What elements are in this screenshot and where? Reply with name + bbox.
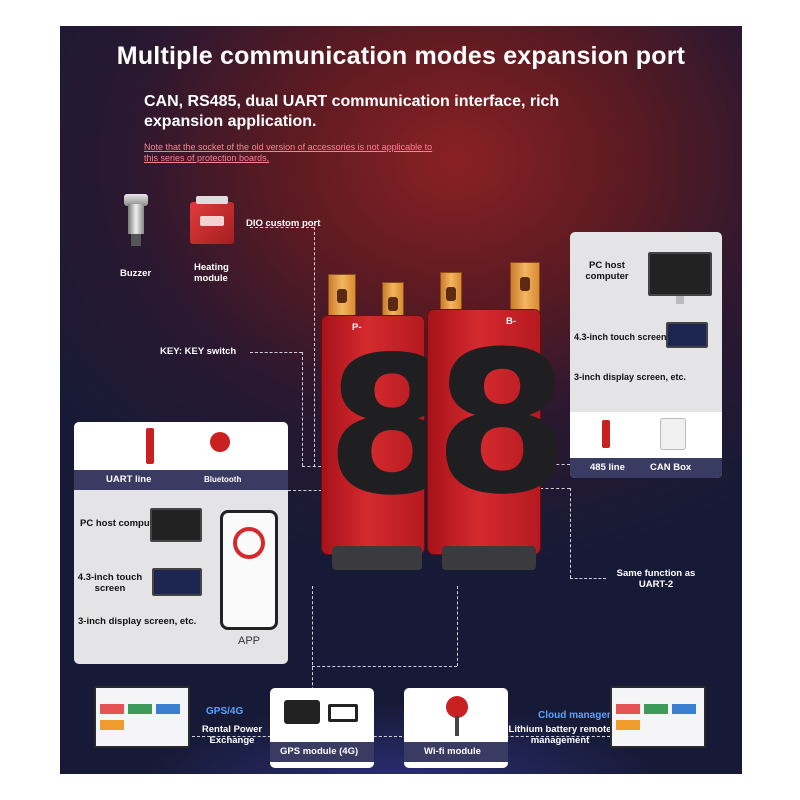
connector-line [250,227,314,228]
touch-screen-image [666,322,708,348]
rs485-cable-image [602,420,610,448]
pc-host-label: PC host computer [80,518,162,529]
wifi-module-image [446,696,468,718]
connector-line [250,352,302,353]
connector-line [302,352,303,466]
gps-module-band: GPS module (4G) [270,742,374,762]
can-box-image [660,418,686,450]
display-screen-label: 3-inch display screen, etc. [574,372,687,382]
cloud-manager-label: Cloud manager [538,710,611,721]
connector-line [570,578,606,579]
connector-line [302,466,332,467]
rs485-label: 485 line [590,462,625,473]
left-panel: UART line Bluetooth PC host computer 4.3… [74,422,288,664]
connector-line [314,227,315,467]
connector-line [457,586,458,666]
dio-port-label: DIO custom port [246,218,321,229]
wifi-module-label: Wi-fi module [424,746,481,757]
gps-4g-label: GPS/4G [206,706,244,717]
left-panel-cable-area [74,422,288,470]
protection-board-left: P- 8 [322,316,458,554]
pc-host-label: PC host computer [585,260,629,282]
bluetooth-label: Bluetooth [204,475,242,484]
protection-board-right: B- 8 [428,310,570,554]
board-logo-digit: 8 [434,310,571,538]
wifi-module-band: Wi-fi module [404,742,508,762]
left-panel-band: UART line Bluetooth [74,470,288,490]
board-connector [442,546,536,570]
gps-module-label: GPS module (4G) [280,746,359,757]
rental-dashboard-image [94,686,190,748]
gps-module-image [284,700,320,724]
connector-line [470,736,610,737]
can-box-label: CAN Box [650,462,692,473]
uart2-note: Same function as UART-2 [616,568,696,590]
bluetooth-module-image [210,432,230,452]
lithium-remote-label: Lithium battery remote management [508,724,612,746]
board-pole-label: B- [506,316,517,327]
cloud-dashboard-image [610,686,706,748]
connector-line [312,586,313,736]
heating-module-label: Heating module [194,262,229,284]
connector-line [570,488,571,578]
touch-screen-label: 4.3-inch touch screen [574,332,667,342]
subtitle: CAN, RS485, dual UART communication inte… [144,93,560,130]
monitor-stand [676,296,684,304]
page-title: Multiple communication modes expansion p… [116,42,686,70]
gps-bracket-image [328,704,358,722]
buzzer-image [122,194,150,248]
touch-screen-image [152,568,202,596]
right-panel-band: 485 line CAN Box [570,458,722,478]
monitor-image [648,252,712,296]
uart-line-label: UART line [106,474,152,485]
terminal-tab [328,274,356,322]
monitor-image [150,508,202,542]
product-infographic: Multiple communication modes expansion p… [60,26,742,774]
board-connector [332,546,422,570]
right-panel: PC host computer 4.3-inch touch screen 3… [570,232,722,478]
buzzer-label: Buzzer [120,268,152,279]
right-panel-cable-area [570,412,722,462]
rental-power-label: Rental Power Exchange [201,724,263,746]
app-label: APP [237,635,260,647]
display-screen-label: 3-inch display screen, etc. [78,616,197,627]
heating-module-image [190,196,234,244]
compatibility-note: Note that the socket of the old version … [144,142,433,163]
terminal-tab [440,272,462,316]
key-switch-label: KEY: KEY switch [160,346,237,357]
wifi-cable-image [455,716,459,736]
phone-app-image [220,510,278,630]
connector-line [540,488,570,489]
connector-line [288,490,332,491]
board-pole-label: P- [352,322,362,333]
terminal-tab [510,262,540,316]
connector-line [312,666,457,667]
touch-screen-label: 4.3-inch touch screen [77,572,143,594]
uart-cable-image [146,428,154,464]
connector-line [540,464,570,465]
